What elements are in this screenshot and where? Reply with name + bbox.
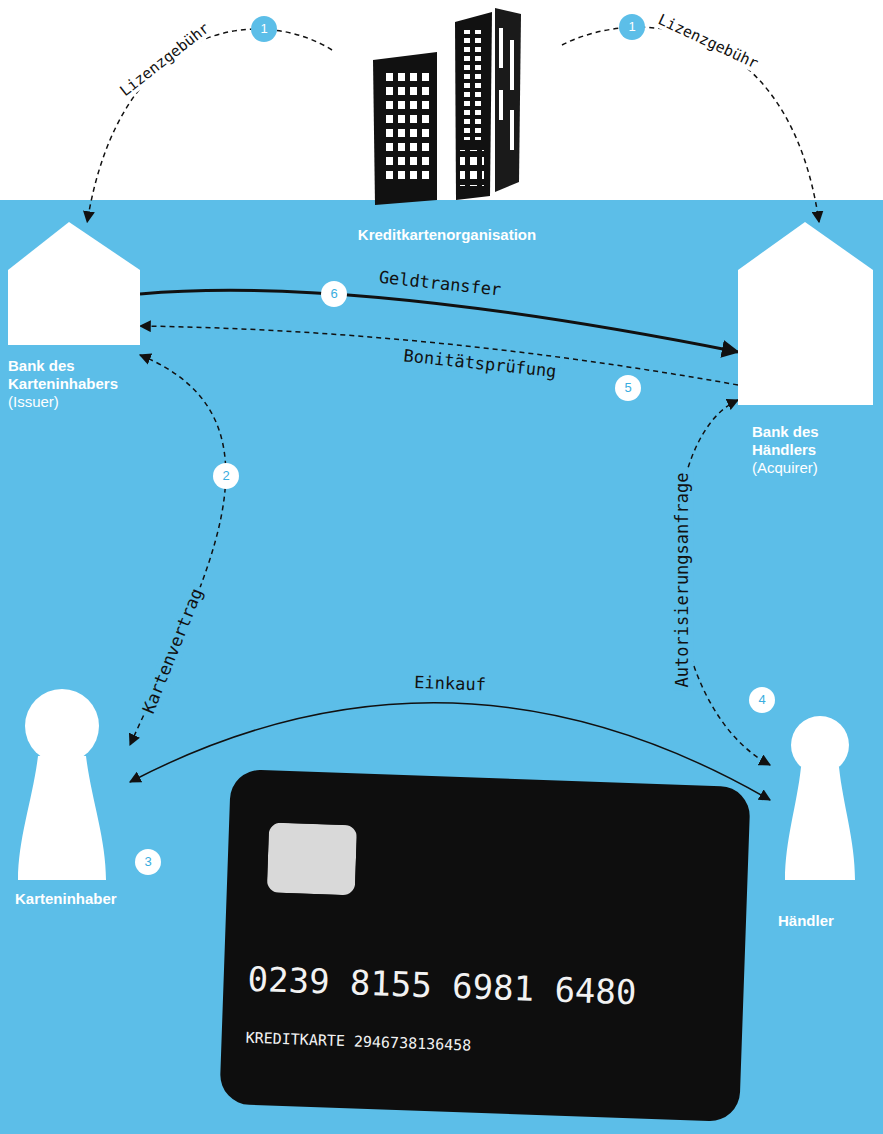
- dashed-arrow: [562, 27, 819, 222]
- person-node: Karteninhaber: [15, 688, 130, 908]
- person-icon: [785, 715, 865, 880]
- organisation-node: Kreditkartenorganisation: [332, 8, 562, 244]
- callout-number: 3: [135, 849, 161, 875]
- credit-card: 0239 8155 6981 6480KREDITKARTE 294673813…: [219, 769, 750, 1122]
- node-title: Bank des Karteninhabers: [8, 357, 140, 393]
- person-icon: [18, 688, 130, 880]
- edge-label: Einkauf: [411, 673, 489, 695]
- node-title: Kreditkartenorganisation: [332, 226, 562, 244]
- edge-label: Bonitätsprüfung: [400, 346, 561, 382]
- white-band: [0, 0, 883, 200]
- dashed-arrow: [87, 29, 332, 222]
- node-title: Händler: [770, 912, 865, 930]
- callout-number: 4: [749, 687, 775, 713]
- solid-arrow: [140, 290, 738, 352]
- callout-number: 1: [619, 14, 645, 40]
- node-subtitle: KREDITKARTE 2946738136458: [245, 1029, 741, 1064]
- node-title: Bank des Händlers: [738, 423, 873, 459]
- person-node: Händler: [770, 715, 865, 930]
- node-title: Karteninhaber: [15, 890, 130, 908]
- callout-number: 1: [251, 16, 277, 42]
- callout-number: 6: [321, 281, 347, 307]
- callout-number: 2: [213, 463, 239, 489]
- bank-node: Bank des Karteninhabers(Issuer): [8, 222, 140, 411]
- node-subtitle: (Issuer): [8, 393, 140, 411]
- edge-label: Kartenvertrag: [138, 583, 208, 719]
- edge-label: Geldtransfer: [375, 268, 505, 301]
- node-subtitle: (Acquirer): [738, 459, 873, 477]
- bank-node: Bank des Händlers(Acquirer): [738, 222, 873, 477]
- node-title: 0239 8155 6981 6480: [247, 960, 744, 1016]
- building-icon: [332, 8, 562, 208]
- card-chip: [267, 822, 357, 895]
- house-icon: [738, 222, 873, 405]
- house-icon: [8, 222, 140, 345]
- edge-label: Autorisierungsanfrage: [673, 470, 693, 691]
- dashed-arrow: [130, 355, 226, 745]
- dashed-arrow: [140, 326, 738, 385]
- callout-number: 5: [615, 375, 641, 401]
